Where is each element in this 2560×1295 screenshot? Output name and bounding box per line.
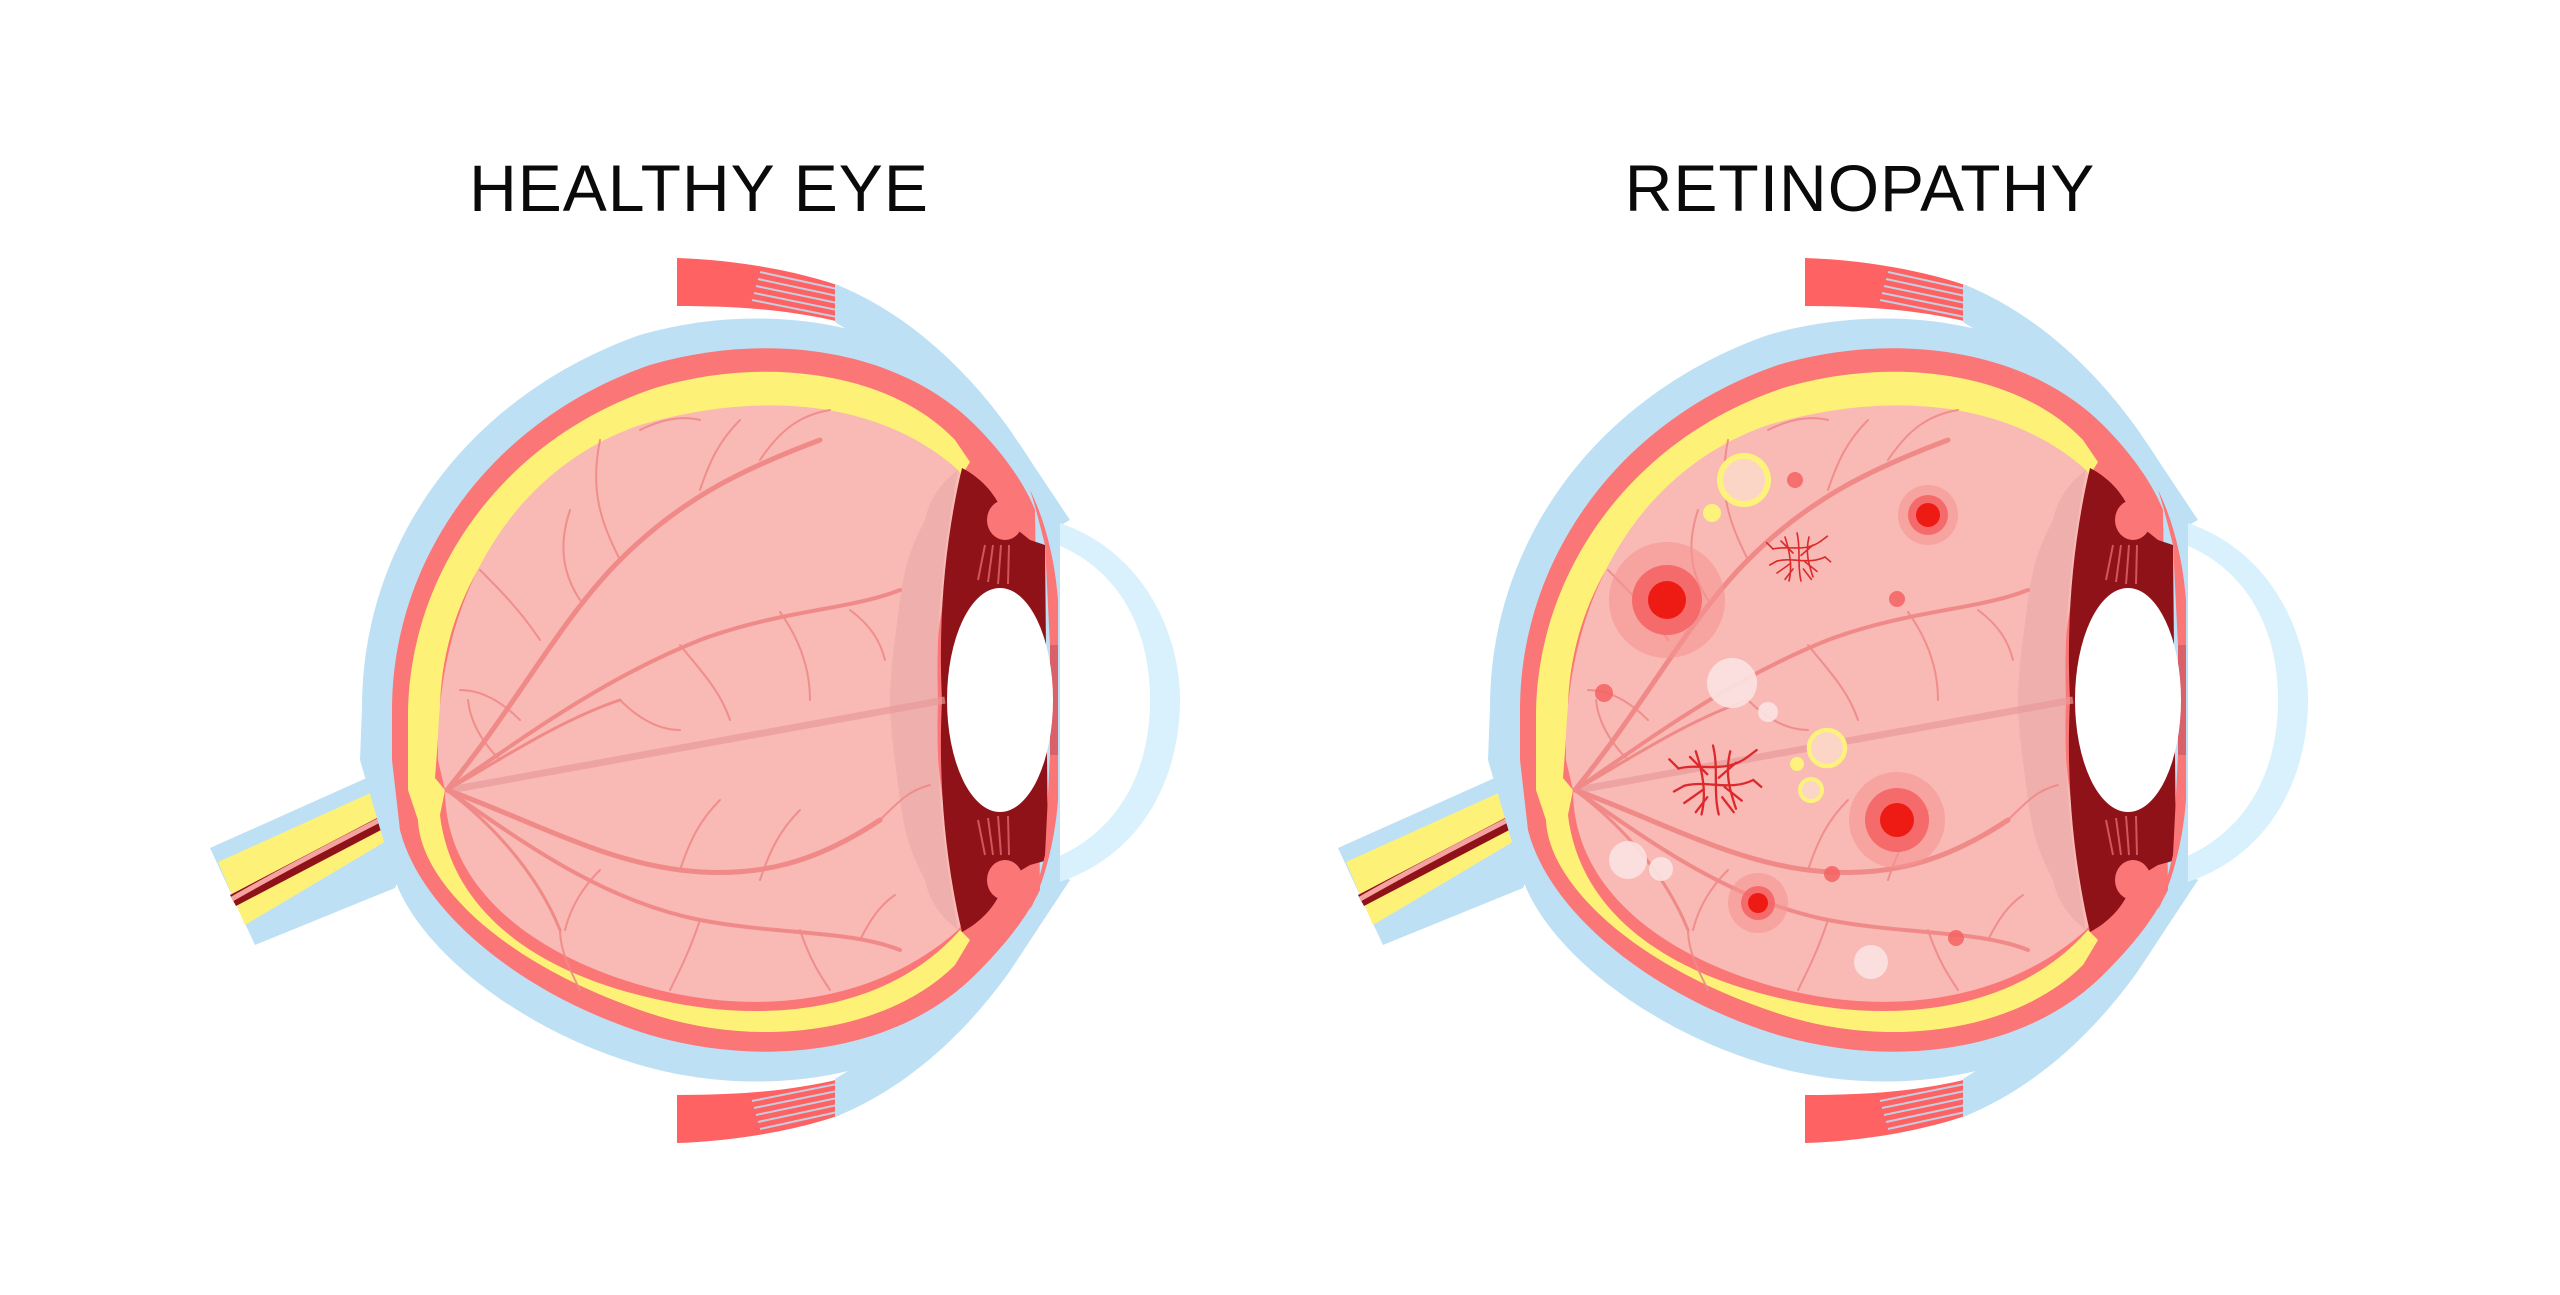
hemorrhage-core: [1748, 893, 1768, 913]
hemorrhage-core: [1648, 581, 1686, 619]
title-retinopathy: RETINOPATHY: [1624, 151, 2096, 225]
microaneurysm-dot: [1787, 472, 1803, 488]
microaneurysm-dot: [1948, 930, 1964, 946]
hard-exudate-ring: [1717, 453, 1771, 507]
hemorrhage-core: [1880, 803, 1914, 837]
hemorrhage-core: [1916, 503, 1940, 527]
hard-exudate-ring: [1798, 777, 1824, 803]
healthy-eye-illustration: [210, 258, 1180, 1143]
cotton-wool-spot: [1854, 945, 1888, 979]
cotton-wool-spot: [1649, 857, 1673, 881]
title-healthy-eye: HEALTHY EYE: [469, 151, 929, 225]
cotton-wool-spot: [1707, 658, 1757, 708]
microaneurysm-dot: [1889, 591, 1905, 607]
neovascular-tuft-icon: [1765, 532, 1832, 582]
microaneurysm-dot: [1824, 866, 1840, 882]
retinopathy-lesions: [1595, 453, 1964, 979]
hard-exudate-dot: [1703, 504, 1721, 522]
cotton-wool-spot: [1609, 841, 1647, 879]
microaneurysm-dot: [1595, 684, 1613, 702]
retinopathy-eye-illustration: [1338, 258, 2308, 1143]
hard-exudate-dot: [1790, 757, 1804, 771]
hard-exudate-ring: [1806, 727, 1848, 769]
neovascular-tuft-icon: [1668, 744, 1763, 816]
cotton-wool-spot: [1758, 702, 1778, 722]
